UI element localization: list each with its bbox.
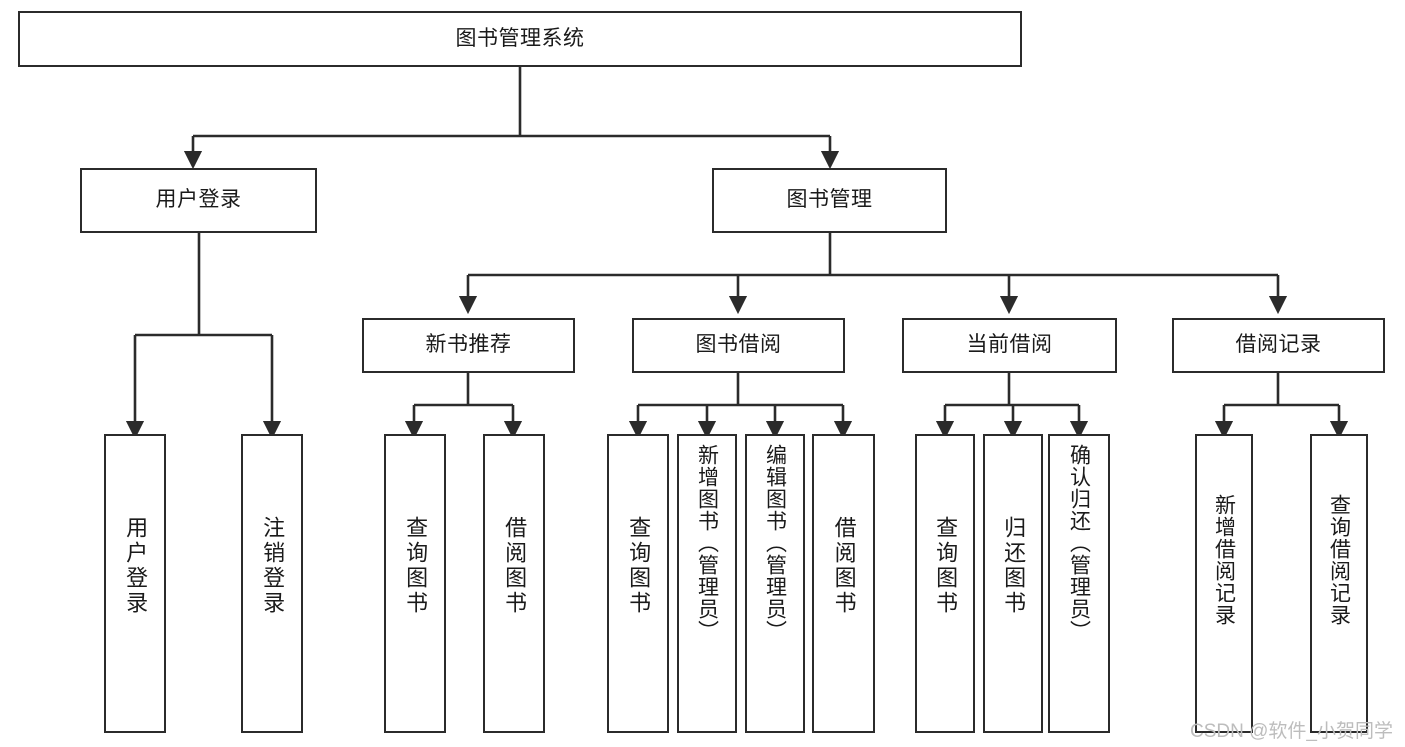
node-book-borrowing[interactable]: 图书借阅 [632,318,845,373]
node-current-borrowing[interactable]: 当前借阅 [902,318,1117,373]
node-label: 新增图书（管理员） [695,444,719,642]
leaf-borrow-record-query-record[interactable]: 查询借阅记录 [1310,434,1368,733]
leaf-user-login-signout[interactable]: 注销登录 [241,434,303,733]
node-new-book-recommendation[interactable]: 新书推荐 [362,318,575,373]
leaf-new-book-query-books[interactable]: 查询图书 [384,434,446,733]
node-label: 用户登录 [123,516,149,616]
node-label: 编辑图书（管理员） [763,444,787,642]
node-label: 借阅图书 [831,516,857,616]
node-label: 借阅记录 [1235,333,1322,357]
node-borrow-records[interactable]: 借阅记录 [1172,318,1385,373]
node-label: 查询借阅记录 [1327,494,1351,626]
leaf-book-borrow-borrow-books[interactable]: 借阅图书 [812,434,875,733]
leaf-new-book-borrow-books[interactable]: 借阅图书 [483,434,545,733]
leaf-book-borrow-query-books[interactable]: 查询图书 [607,434,669,733]
node-label: 查询图书 [626,516,652,616]
leaf-book-borrow-add-book-admin[interactable]: 新增图书（管理员） [677,434,737,733]
node-label: 用户登录 [155,188,242,212]
node-book-management[interactable]: 图书管理 [712,168,947,233]
node-label: 查询图书 [403,516,429,616]
leaf-current-borrow-return-books[interactable]: 归还图书 [983,434,1043,733]
leaf-book-borrow-edit-book-admin[interactable]: 编辑图书（管理员） [745,434,805,733]
node-label: 图书管理系统 [455,26,585,50]
node-label: 注销登录 [260,516,286,616]
node-label: 新书推荐 [425,333,512,357]
node-label: 新增借阅记录 [1212,494,1236,626]
leaf-current-borrow-confirm-return-admin[interactable]: 确认归还（管理员） [1048,434,1110,733]
node-label: 当前借阅 [966,333,1053,357]
node-label: 确认归还（管理员） [1067,444,1091,642]
node-label: 图书管理 [786,188,873,212]
node-label: 查询图书 [933,516,959,616]
node-label: 归还图书 [1001,516,1027,616]
leaf-current-borrow-query-books[interactable]: 查询图书 [915,434,975,733]
node-root-book-management-system[interactable]: 图书管理系统 [18,11,1022,67]
leaf-borrow-record-add-record[interactable]: 新增借阅记录 [1195,434,1253,733]
node-label: 借阅图书 [502,516,528,616]
node-label: 图书借阅 [695,333,782,357]
node-user-login[interactable]: 用户登录 [80,168,317,233]
csdn-watermark: CSDN @软件_小贺同学 [1190,721,1393,742]
leaf-user-login-signin[interactable]: 用户登录 [104,434,166,733]
